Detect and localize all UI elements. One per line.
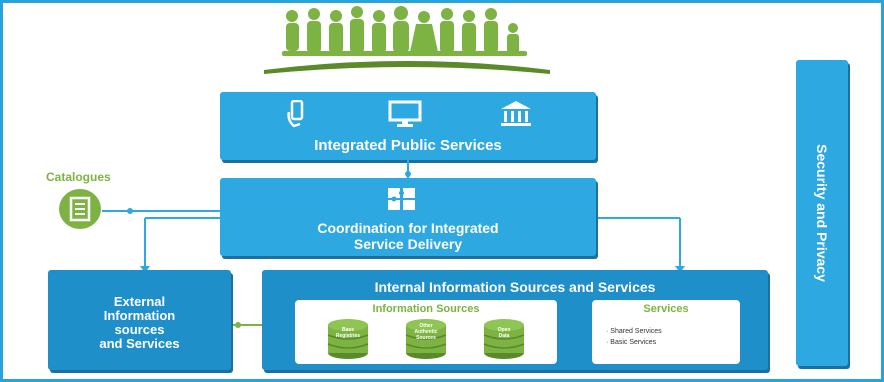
people-icon <box>264 6 550 74</box>
coordination-title-line1: Coordination for Integrated <box>317 220 499 236</box>
internal-information-box: Internal Information Sources and Service… <box>262 270 768 370</box>
other-sources-line2: Authentic <box>414 329 438 335</box>
base-registries-line1: Base <box>342 327 354 333</box>
open-data-line2: Data <box>498 333 510 339</box>
coordination-box: Coordination for Integrated Service Deli… <box>220 178 596 256</box>
other-sources-line3: Sources <box>416 335 436 341</box>
services-title: Services <box>643 303 689 315</box>
external-title-line3: sources <box>114 322 165 337</box>
internal-title: Internal Information Sources and Service… <box>374 279 656 295</box>
shared-services-item: Shared Services <box>610 328 662 335</box>
building-icon <box>501 101 531 126</box>
puzzle-icon <box>388 188 415 210</box>
other-sources-line1: Other <box>419 323 433 329</box>
monitor-icon <box>388 100 422 127</box>
open-data-line1: Open <box>497 327 511 333</box>
services-panel: Services · Shared Services · Basic Servi… <box>592 300 740 364</box>
external-title-line4: and Services <box>99 336 180 351</box>
information-sources-title: Information Sources <box>372 303 480 315</box>
security-privacy-label: Security and Privacy <box>814 144 830 282</box>
external-title-line1: External <box>113 294 166 309</box>
base-registries-line2: Registries <box>335 333 361 339</box>
integrated-public-services-title: Integrated Public Services <box>314 137 502 154</box>
external-title-line2: Information <box>103 308 176 323</box>
catalogue-icon <box>59 189 101 229</box>
security-privacy-box: Security and Privacy <box>796 60 848 366</box>
integrated-public-services-box: Integrated Public Services <box>220 92 596 160</box>
mobile-icon <box>287 100 304 128</box>
external-information-box: External Information sources and Service… <box>48 270 231 370</box>
basic-services-item: Basic Services <box>610 339 657 346</box>
coordination-title-line2: Service Delivery <box>353 236 463 252</box>
catalogues-label: Catalogues <box>46 170 111 184</box>
